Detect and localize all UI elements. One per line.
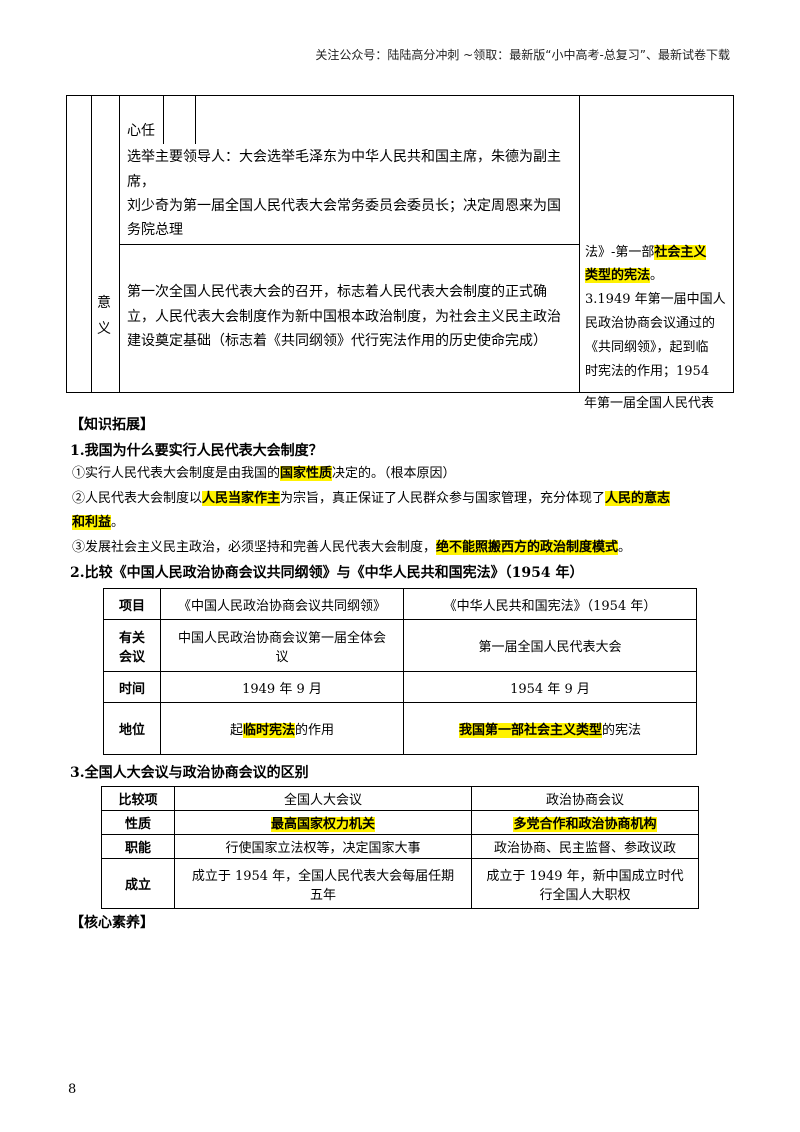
point-1: ①实行人民代表大会制度是由我国的国家性质决定的。（根本原因） xyxy=(72,463,456,485)
page-number: 8 xyxy=(68,1082,77,1097)
side-note-line: 时宪法的作用；1954 xyxy=(585,364,710,379)
table-header: 《中国人民政治协商会议共同纲领》 xyxy=(160,588,404,620)
table-cell: 第一届全国人民代表大会 xyxy=(403,619,697,672)
side-note-line: 法》-第一部社会主义 xyxy=(585,241,707,265)
table-cell: 最高国家权力机关 xyxy=(174,810,472,835)
table-cell: 政治协商、民主监督、参政议政 xyxy=(471,834,699,859)
label-line: 会议 xyxy=(118,649,145,665)
highlight: 人民当家作主 xyxy=(202,491,281,506)
table-header: 项目 xyxy=(103,588,161,620)
table-header: 《中华人民共和国宪法》（1954 年） xyxy=(403,588,697,620)
core-literacy-title: 【核心素养】 xyxy=(70,915,154,931)
text: ③发展社会主义民主政治，必须坚持和完善人民代表大会制度， xyxy=(72,540,437,555)
side-highlight: 社会主义 xyxy=(654,245,707,260)
significance-line: 立，人民代表大会制度作为新中国根本政治制度，为社会主义民主政治 xyxy=(127,309,561,325)
row-label: 地位 xyxy=(103,702,161,755)
cell-line: 行全国人大职权 xyxy=(539,887,631,903)
question-2: 2.比较《中国人民政治协商会议共同纲领》与《中华人民共和国宪法》（1954 年） xyxy=(70,565,584,581)
table-cell: 多党合作和政治协商机构 xyxy=(471,810,699,835)
page-header: 关注公众号：陆陆高分冲刺 ~领取：最新版“小中高考-总复习”、最新试卷下载 xyxy=(315,48,730,62)
election-line: 刘少奇为第一届全国人民代表大会常务委员会委员长；决定周恩来为国 xyxy=(127,198,561,214)
text: 的作用 xyxy=(295,723,335,738)
col-divider xyxy=(579,96,580,392)
significance-line: 建设奠定基础（标志着《共同纲领》代行宪法作用的历史使命完成） xyxy=(127,333,547,349)
table-cell: 起临时宪法的作用 xyxy=(160,702,404,755)
highlight: 人民的意志 xyxy=(605,491,671,506)
row-label: 性质 xyxy=(101,810,175,835)
fragment-text: 心任 xyxy=(127,123,155,139)
comparison-table-2: 比较项 全国人大会议 政治协商会议 性质 最高国家权力机关 多党合作和政治协商机… xyxy=(101,786,699,909)
text: ①实行人民代表大会制度是由我国的 xyxy=(72,466,281,481)
table-row: 项目 《中国人民政治协商会议共同纲领》 《中华人民共和国宪法》（1954 年） xyxy=(103,588,697,620)
text: 的宪法 xyxy=(602,723,642,738)
significance-label: 意 xyxy=(97,295,111,311)
cell-line: 议 xyxy=(275,649,289,665)
side-prefix: 法》-第一部 xyxy=(585,245,655,260)
table-row: 成立 成立于 1954 年，全国人民代表大会每届任期五年 成立于 1949 年，… xyxy=(101,858,699,909)
side-note-line: 类型的宪法。 xyxy=(585,264,663,288)
question-1: 1.我国为什么要实行人民代表大会制度？ xyxy=(70,443,323,459)
table-cell: 成立于 1954 年，全国人民代表大会每届任期五年 xyxy=(174,858,472,909)
row-label: 成立 xyxy=(101,858,175,909)
table-row: 时间 1949 年 9 月 1954 年 9 月 xyxy=(103,671,697,703)
label-line: 有关 xyxy=(118,630,145,646)
election-line: 选举主要领导人：大会选举毛泽东为中华人民共和国主席，朱德为副主 xyxy=(127,149,561,165)
side-note-line: 《共同纲领》，起到临 xyxy=(585,340,709,355)
col-divider xyxy=(195,96,196,144)
text: 。 xyxy=(618,540,632,555)
table-row: 有关会议 中国人民政治协商会议第一届全体会议 第一届全国人民代表大会 xyxy=(103,619,697,672)
point-2-cont: 和利益。 xyxy=(72,512,124,534)
text: 决定的。（根本原因） xyxy=(332,466,456,481)
point-2: ②人民代表大会制度以人民当家作主为宗旨，真正保证了人民群众参与国家管理，充分体现… xyxy=(72,488,671,510)
table-row: 比较项 全国人大会议 政治协商会议 xyxy=(101,786,699,811)
table-header: 全国人大会议 xyxy=(174,786,472,811)
side-note-line: 民政治协商会议通过的 xyxy=(585,316,716,331)
highlight: 我国第一部社会主义类型 xyxy=(458,723,602,738)
highlight: 临时宪法 xyxy=(242,723,295,738)
text: 。 xyxy=(111,515,125,530)
highlight: 最高国家权力机关 xyxy=(270,817,375,832)
side-note-overflow: 年第一届全国人民代表 xyxy=(584,396,715,411)
side-suffix: 。 xyxy=(650,268,664,283)
cell-line: 五年 xyxy=(309,887,336,903)
row-divider xyxy=(119,244,579,245)
cell-line: 中国人民政治协商会议第一届全体会 xyxy=(177,630,386,646)
highlight: 绝不能照搬西方的政治制度模式 xyxy=(436,540,619,555)
significance-label: 义 xyxy=(97,321,111,337)
cell-line: 成立于 1949 年，新中国成立时代 xyxy=(486,868,684,884)
table-cell: 1949 年 9 月 xyxy=(160,671,404,703)
knowledge-title: 【知识拓展】 xyxy=(70,417,154,433)
cell-line: 成立于 1954 年，全国人民代表大会每届任期 xyxy=(191,868,455,884)
col-divider xyxy=(91,96,92,392)
col-divider xyxy=(163,96,164,144)
table-cell: 成立于 1949 年，新中国成立时代行全国人大职权 xyxy=(471,858,699,909)
text: 为宗旨，真正保证了人民群众参与国家管理，充分体现了 xyxy=(280,491,606,506)
side-highlight: 类型的宪法 xyxy=(585,268,651,283)
table-cell: 1954 年 9 月 xyxy=(403,671,697,703)
row-label: 职能 xyxy=(101,834,175,859)
table-row: 地位 起临时宪法的作用 我国第一部社会主义类型的宪法 xyxy=(103,702,697,755)
highlight: 多党合作和政治协商机构 xyxy=(513,817,657,832)
system-table: 心任 选举主要领导人：大会选举毛泽东为中华人民共和国主席，朱德为副主 席， 刘少… xyxy=(66,95,734,393)
table-cell: 我国第一部社会主义类型的宪法 xyxy=(403,702,697,755)
highlight: 和利益 xyxy=(72,515,112,530)
point-3: ③发展社会主义民主政治，必须坚持和完善人民代表大会制度，绝不能照搬西方的政治制度… xyxy=(72,537,631,559)
comparison-table-1: 项目 《中国人民政治协商会议共同纲领》 《中华人民共和国宪法》（1954 年） … xyxy=(103,588,697,755)
side-note-line: 3.1949 年第一届中国人 xyxy=(585,292,726,307)
election-line: 务院总理 xyxy=(127,222,183,238)
row-label: 有关会议 xyxy=(103,619,161,672)
election-line: 席， xyxy=(127,174,155,190)
text: ②人民代表大会制度以 xyxy=(72,491,203,506)
row-label: 时间 xyxy=(103,671,161,703)
table-row: 职能 行使国家立法权等，决定国家大事 政治协商、民主监督、参政议政 xyxy=(101,834,699,859)
table-cell: 行使国家立法权等，决定国家大事 xyxy=(174,834,472,859)
table-header: 政治协商会议 xyxy=(471,786,699,811)
table-row: 性质 最高国家权力机关 多党合作和政治协商机构 xyxy=(101,810,699,835)
question-3: 3.全国人大会议与政治协商会议的区别 xyxy=(70,765,309,781)
highlight: 国家性质 xyxy=(280,466,333,481)
significance-line: 第一次全国人民代表大会的召开，标志着人民代表大会制度的正式确 xyxy=(127,284,547,300)
table-header: 比较项 xyxy=(101,786,175,811)
table-cell: 中国人民政治协商会议第一届全体会议 xyxy=(160,619,404,672)
text: 起 xyxy=(229,723,243,738)
